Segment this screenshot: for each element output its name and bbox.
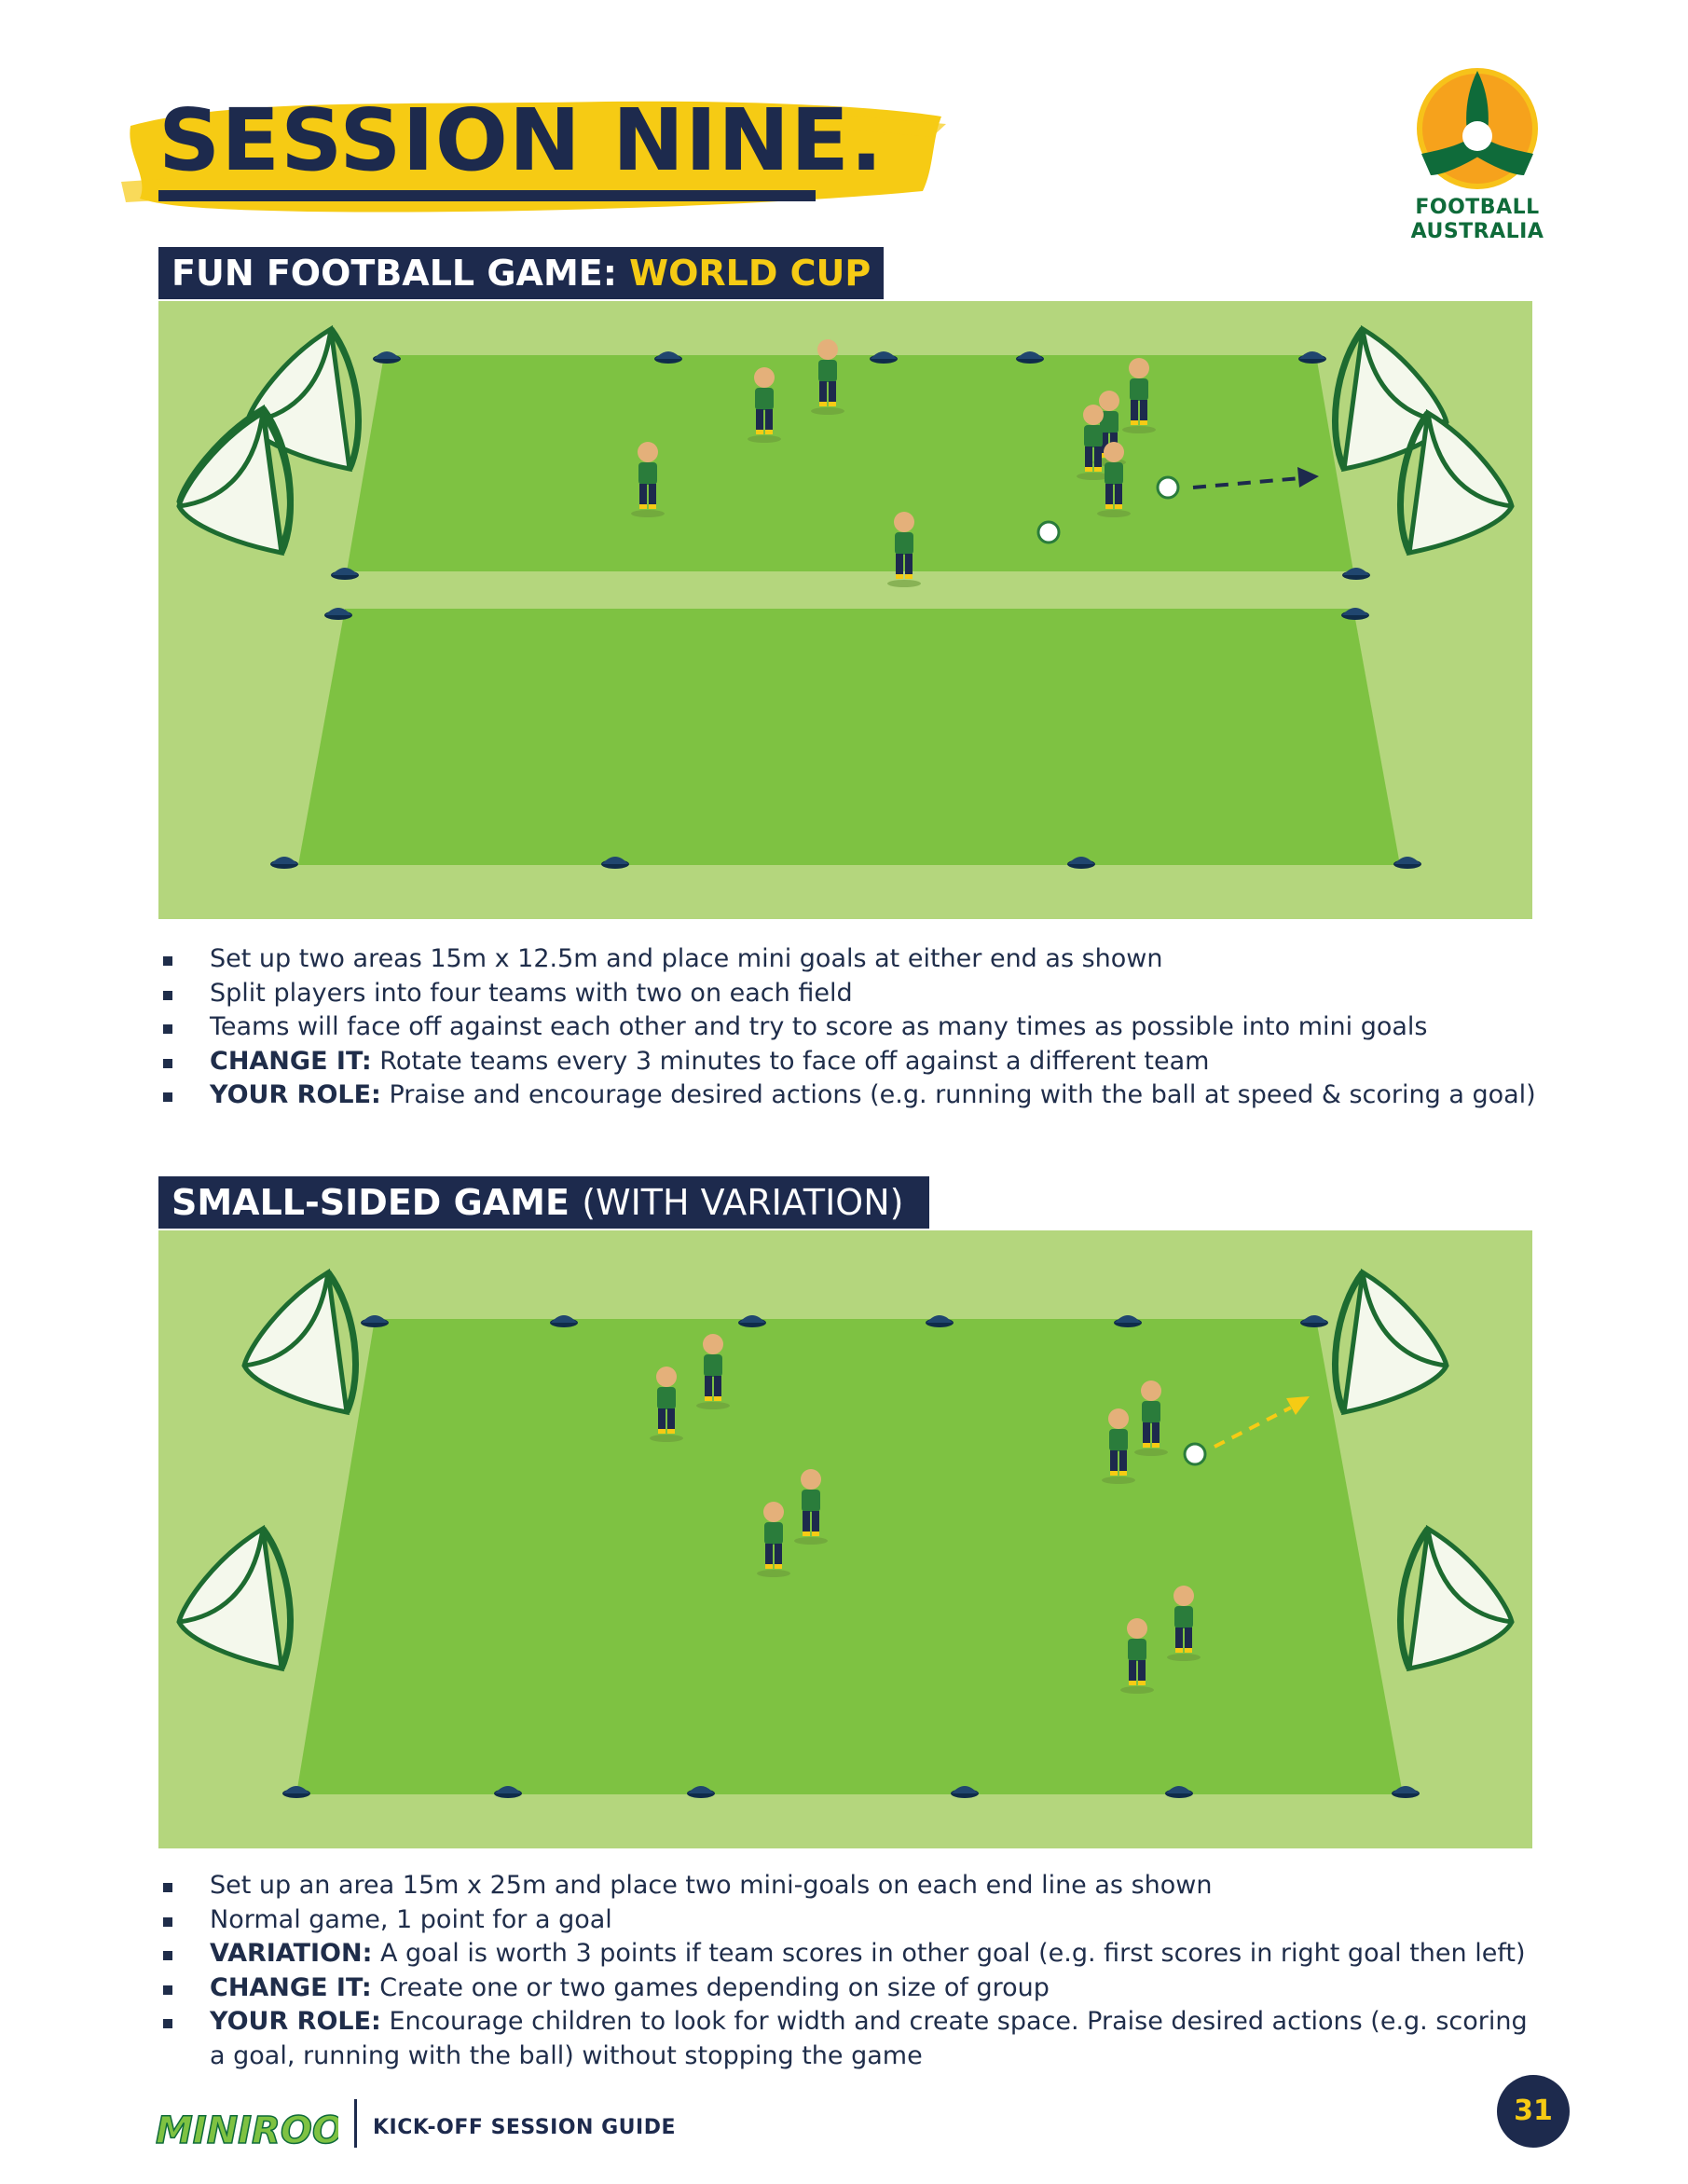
section2-instructions: Set up an area 15m x 25m and place two m… — [160, 1869, 1549, 2073]
list-item: Normal game, 1 point for a goal — [160, 1903, 1549, 1938]
footer-guide-title: KICK-OFF SESSION GUIDE — [373, 2116, 676, 2139]
list-item: YOUR ROLE: Encourage children to look fo… — [160, 2005, 1549, 2073]
title-brush-stroke — [121, 101, 946, 213]
logo-text-line1: FOOTBALL — [1415, 196, 1540, 219]
list-item: Teams will face off against each other a… — [160, 1010, 1549, 1045]
section2-heading-main: SMALL-SIDED GAME — [172, 1182, 583, 1223]
list-item: CHANGE IT: Rotate teams every 3 minutes … — [160, 1045, 1549, 1079]
small-sided-game-field-diagram — [158, 1230, 1532, 1848]
section1-heading-accent: WORLD CUP — [629, 253, 871, 294]
footer-divider — [354, 2099, 357, 2148]
list-item: Set up two areas 15m x 12.5m and place m… — [160, 942, 1549, 977]
list-item: CHANGE IT: Create one or two games depen… — [160, 1971, 1549, 2006]
list-item: Set up an area 15m x 25m and place two m… — [160, 1869, 1549, 1903]
miniroos-logo: MINIROOS — [156, 2108, 338, 2152]
football-australia-logo: FOOTBALL AUSTRALIA — [1403, 65, 1552, 243]
page-number-badge: 31 — [1497, 2075, 1570, 2148]
list-item: VARIATION: A goal is worth 3 points if t… — [160, 1937, 1549, 1971]
list-item: Split players into four teams with two o… — [160, 977, 1549, 1011]
world-cup-field-diagram — [158, 301, 1532, 919]
logo-text-line2: AUSTRALIA — [1410, 220, 1544, 243]
miniroos-logo-text: MINIROOS — [156, 2109, 338, 2152]
section2-heading: SMALL-SIDED GAME (WITH VARIATION) — [158, 1176, 929, 1229]
list-item: YOUR ROLE: Praise and encourage desired … — [160, 1078, 1549, 1113]
section2-heading-light: (WITH VARIATION) — [582, 1182, 904, 1223]
section1-instructions: Set up two areas 15m x 12.5m and place m… — [160, 942, 1549, 1113]
section1-heading: FUN FOOTBALL GAME: WORLD CUP — [158, 247, 884, 299]
section1-heading-main: FUN FOOTBALL GAME: — [172, 253, 630, 294]
page-title: SESSION NINE. — [158, 90, 884, 190]
logo-emblem-icon — [1417, 68, 1538, 189]
title-underline — [158, 190, 816, 201]
